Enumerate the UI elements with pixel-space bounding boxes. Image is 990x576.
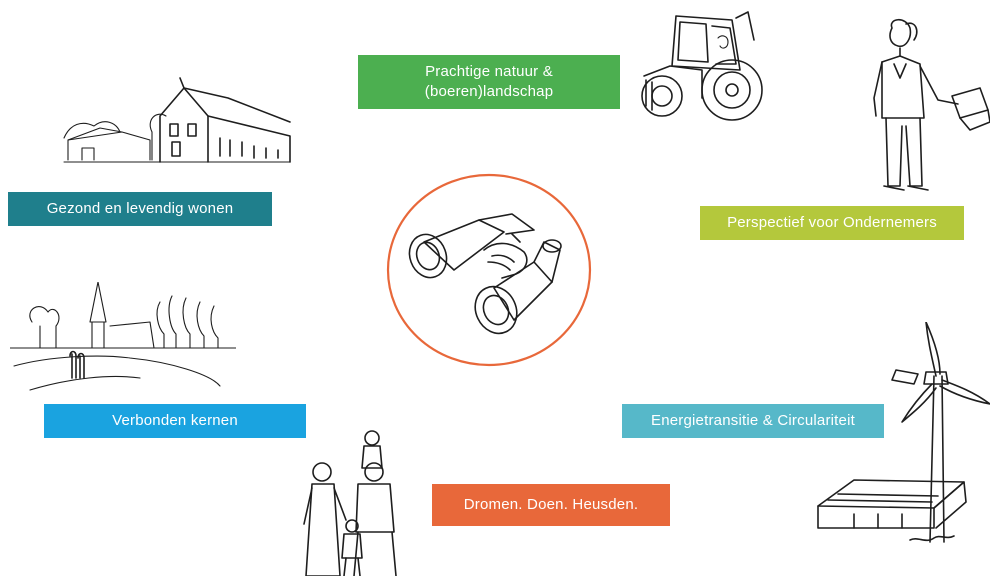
businesswoman-with-laptop-sketch: [866, 18, 990, 202]
label-wonen: Gezond en levendig wonen: [8, 192, 272, 226]
label-kernen: Verbonden kernen: [44, 404, 306, 438]
label-wonen-text: Gezond en levendig wonen: [46, 200, 234, 217]
family-sketch: [296, 428, 414, 576]
label-ondernemers: Perspectief voor Ondernemers: [700, 206, 964, 240]
label-nature: Prachtige natuur & (boeren)landschap: [358, 55, 620, 109]
tractor-sketch: [636, 10, 764, 128]
label-kernen-text: Verbonden kernen: [112, 412, 238, 429]
label-nature-line2: (boeren)landschap: [424, 83, 554, 100]
label-energie-text: Energietransitie & Circulariteit: [651, 412, 855, 429]
wind-turbine-and-solar-barn-sketch: [814, 322, 990, 552]
label-dromen: Dromen. Doen. Heusden.: [432, 484, 670, 526]
label-nature-line1: Prachtige natuur &: [425, 63, 553, 80]
binoculars-icon: [386, 173, 592, 367]
label-dromen-text: Dromen. Doen. Heusden.: [463, 496, 639, 513]
village-with-church-sketch: [10, 282, 236, 392]
farmhouse-sketch: [60, 76, 295, 168]
center-circle: [384, 170, 594, 370]
label-energie: Energietransitie & Circulariteit: [622, 404, 884, 438]
label-ondernemers-text: Perspectief voor Ondernemers: [727, 214, 937, 231]
